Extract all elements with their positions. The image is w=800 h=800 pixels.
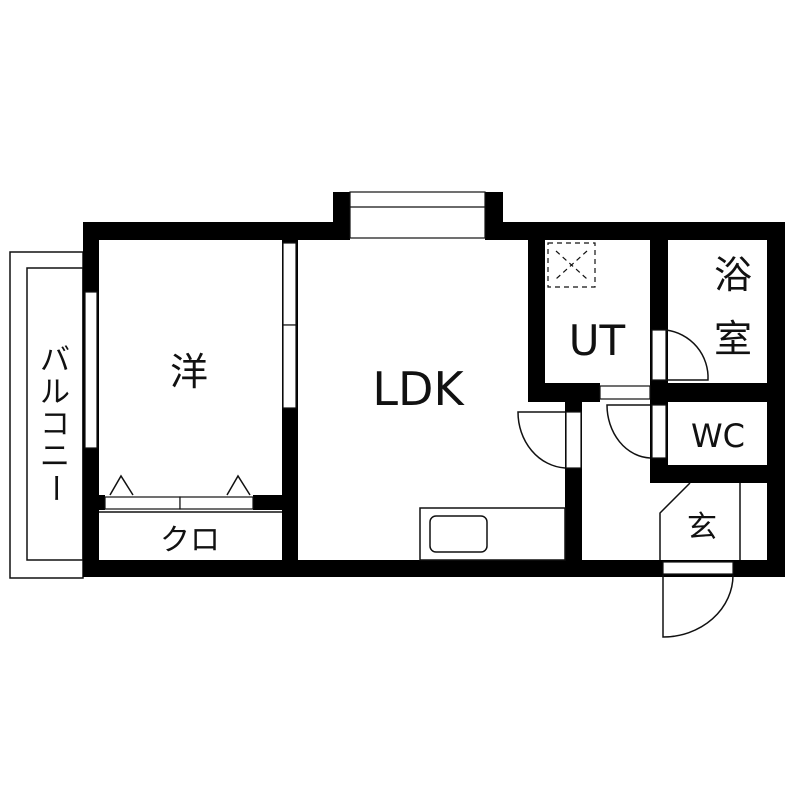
window-west: [84, 291, 98, 449]
room-label-bath-2: 室: [714, 317, 752, 361]
balcony-label-char: ー: [37, 473, 72, 503]
balcony-label-char: バ: [40, 343, 70, 378]
windows-and-openings: [84, 191, 734, 575]
balcony-label-char: ニ: [40, 439, 70, 474]
closet-door-left: [104, 496, 181, 510]
door-opening-wc: [651, 404, 667, 459]
entrance-door-opening: [662, 561, 734, 575]
kitchen-sink: [429, 515, 488, 553]
wc-door-swing: [606, 404, 651, 459]
room-label-ldk: LDK: [372, 362, 465, 416]
window-inner-1: [282, 242, 297, 326]
room-label-bath-1: 浴: [714, 253, 752, 297]
closet-marker: [109, 474, 134, 496]
kitchen-counter: [419, 507, 566, 561]
window-inner-2: [282, 324, 297, 409]
room-label-entrance: 玄: [687, 510, 717, 545]
door-opening-ut: [599, 385, 651, 400]
ventilation-icon: [547, 242, 596, 288]
closet-door-right: [179, 496, 254, 510]
room-label-wc: WC: [691, 417, 745, 455]
window-north: [349, 191, 486, 239]
room-label-closet: クロ: [160, 523, 220, 558]
entrance-step: [659, 482, 691, 560]
entrance-door-swing: [662, 574, 734, 638]
door-opening-ldk: [565, 411, 582, 469]
bath-door-swing: [665, 329, 709, 381]
doors-and-fixtures: [99, 242, 741, 638]
room-label-ut: UT: [569, 316, 626, 365]
ldk-door-swing: [517, 411, 566, 469]
room-label-western: 洋: [170, 350, 208, 394]
closet-marker: [226, 474, 251, 496]
balcony-label-char: コ: [40, 407, 70, 442]
balcony-label-char: ル: [40, 375, 70, 410]
door-opening-bath: [651, 329, 667, 381]
